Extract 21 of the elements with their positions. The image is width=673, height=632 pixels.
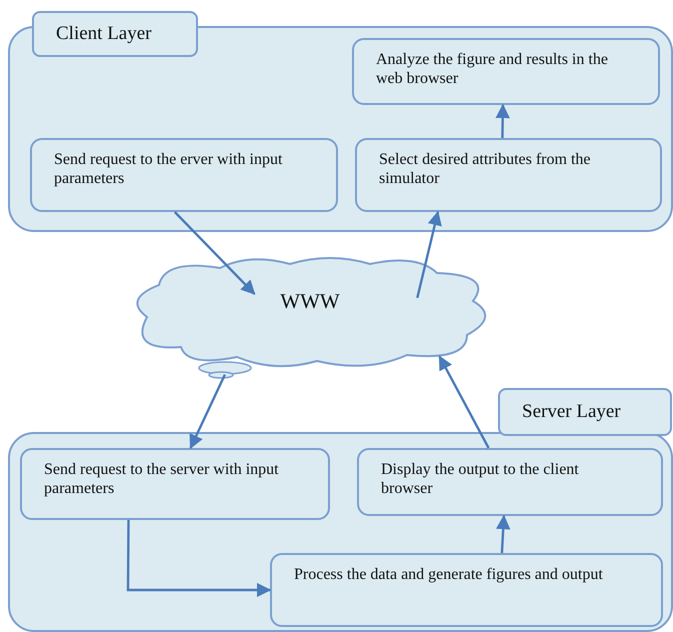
- process-box: [355, 138, 662, 212]
- cloud-label: WWW: [279, 289, 341, 314]
- arrow: [416, 210, 442, 298]
- step-text: Analyze the figure and results in the web browser: [376, 50, 609, 88]
- arrow: [438, 355, 490, 449]
- layer-heading: Server Layer: [498, 388, 672, 436]
- arrow: [496, 104, 510, 138]
- step-text: Send request to the erver with input parameters: [54, 150, 284, 188]
- arrow: [126, 520, 272, 598]
- process-box: [20, 448, 330, 520]
- process-box: [352, 38, 660, 105]
- step-text: Display the output to the client browser: [381, 460, 580, 498]
- step-text: Select desired attributes from the simulator: [379, 150, 592, 188]
- arrow: [189, 374, 226, 450]
- arrow: [496, 514, 510, 554]
- process-box: [357, 448, 663, 516]
- step-text: Process the data and generate figures and output: [294, 565, 604, 584]
- process-box: [30, 138, 338, 212]
- step-text: Send request to the server with input parameters: [44, 460, 280, 498]
- layer-heading: Client Layer: [32, 11, 198, 57]
- process-box: [270, 553, 663, 627]
